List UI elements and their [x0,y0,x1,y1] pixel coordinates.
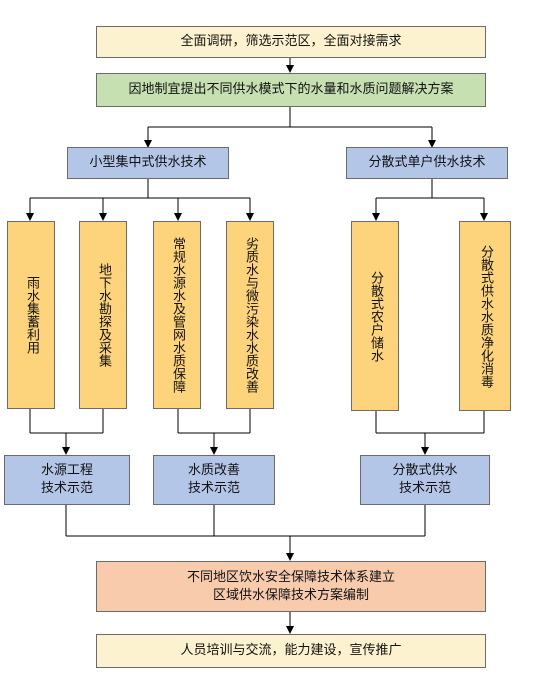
survey-box: 全面调研，筛选示范区，全面对接需求 [96,26,486,58]
training-box: 人员培训与交流，能力建设，宣传推广 [96,634,486,668]
tech-label: 地下水勘探及采集 [96,263,111,367]
demo-box-water-quality: 水质改善 技术示范 [153,455,275,505]
centralized-supply-box: 小型集中式供水技术 [67,147,229,179]
safety-system-line2: 区域供水保障技术方案编制 [212,587,369,603]
demo-label-line2: 技术示范 [40,481,93,496]
tech-label: 雨水集蓄利用 [24,276,39,354]
survey-label: 全面调研，筛选示范区，全面对接需求 [180,34,402,49]
tech-box-network-quality: 常规水源水及管网水质保障 [153,221,201,409]
tech-box-purification: 分散式供水水质净化消毒 [459,221,511,411]
dispersed-supply-label: 分散式单户供水技术 [368,155,486,170]
demo-box-dispersed: 分散式供水 技术示范 [360,455,490,505]
tech-label: 分散式农户储水 [368,270,383,362]
dispersed-supply-box: 分散式单户供水技术 [346,147,508,179]
tech-label: 常规水源水及管网水质保障 [170,237,185,393]
safety-system-box: 不同地区饮水安全保障技术体系建立 区域供水保障技术方案编制 [96,561,486,612]
tech-box-groundwater: 地下水勘探及采集 [79,221,127,409]
demo-label-line2: 技术示范 [398,481,451,496]
tech-box-poor-water: 劣质水与微污染水水质改善 [226,221,274,409]
demo-label-line1: 分散式供水 [392,463,458,478]
centralized-supply-label: 小型集中式供水技术 [89,155,207,170]
tech-box-rainwater: 雨水集蓄利用 [7,221,55,409]
demo-label-line2: 技术示范 [187,481,240,496]
tech-label: 分散式供水水质净化消毒 [478,244,493,388]
demo-label-line1: 水质改善 [187,463,240,478]
tech-box-household-storage: 分散式农户储水 [351,221,399,411]
demo-label-line1: 水源工程 [40,463,93,478]
tech-label: 劣质水与微污染水水质改善 [243,237,258,393]
demo-box-water-source: 水源工程 技术示范 [4,455,130,505]
training-label: 人员培训与交流，能力建设，宣传推广 [180,643,402,658]
safety-system-line1: 不同地区饮水安全保障技术体系建立 [186,569,395,585]
solution-label: 因地制宜提出不同供水模式下的水量和水质问题解决方案 [128,82,454,97]
solution-box: 因地制宜提出不同供水模式下的水量和水质问题解决方案 [96,73,486,107]
